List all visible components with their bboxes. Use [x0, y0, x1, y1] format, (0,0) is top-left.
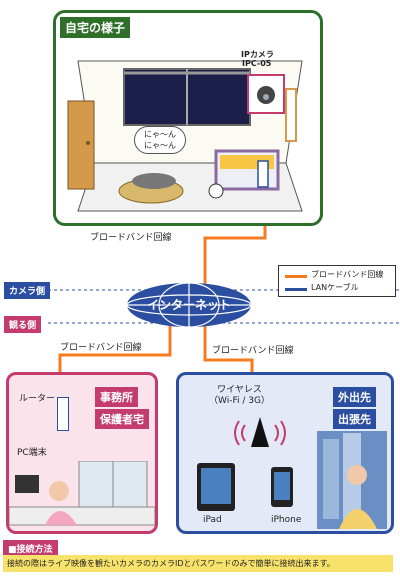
broadband-label-top: ブロードバンド回線 — [90, 233, 172, 243]
ipad-device — [197, 463, 235, 511]
ip-camera-label: IPカメラ — [241, 50, 274, 59]
wireless-signal-icon — [234, 417, 286, 447]
outside-panel: 外出先 出張先 ワイヤレス （Wi-Fi / 3G） iPad iPhone — [176, 372, 394, 534]
outside-illustration — [317, 431, 387, 529]
legend-broadband-swatch — [285, 275, 307, 278]
note-title: ■接続方法 — [3, 540, 58, 557]
wall-frame — [285, 88, 297, 142]
wireless-label: ワイヤレス （Wi-Fi / 3G） — [209, 385, 270, 406]
office-illustration — [9, 461, 155, 526]
iphone-label: iPhone — [271, 515, 302, 525]
home-title: 自宅の様子 — [60, 17, 131, 38]
office-panel: 事務所 保護者宅 ルーター PC端末 — [6, 372, 158, 534]
door-knob — [86, 141, 90, 145]
router-label: ルーター — [19, 394, 56, 404]
legend-broadband-label: ブロードバンド回線 — [311, 270, 384, 279]
router-device — [57, 397, 69, 431]
viewer-side-label: 観る側 — [4, 316, 42, 333]
legend: ブロードバンド回線 LANケーブル — [278, 265, 396, 297]
office-tag-2: 保護者宅 — [95, 409, 149, 429]
outside-tag-1: 外出先 — [333, 387, 376, 407]
note-body: 接続の際はライブ映像を観たいカメラのカメラIDとパスワードのみで簡単に接続出来ま… — [3, 555, 393, 572]
ipad-label: iPad — [203, 515, 222, 525]
camera-side-label: カメラ側 — [4, 282, 51, 299]
pc-label: PC端末 — [17, 448, 47, 458]
internet-label: インターネット — [146, 298, 231, 312]
home-router — [257, 160, 269, 188]
door — [67, 100, 95, 190]
outside-tag-2: 出張先 — [333, 409, 376, 429]
broadband-label-right: ブロードバンド回線 — [212, 346, 294, 356]
connection-note: ■接続方法 接続の際はライブ映像を観たいカメラのカメラIDとパスワードのみで簡単… — [3, 540, 395, 574]
legend-lan-swatch — [285, 288, 307, 291]
home-panel: 自宅の様子 IPカメラ IPC-05 にゃ〜ん にゃ〜ん — [53, 10, 323, 226]
room-illustration — [67, 60, 303, 212]
cat — [132, 173, 176, 189]
dog — [208, 183, 224, 199]
iphone-device — [271, 467, 293, 507]
cat-speech-bubble: にゃ〜ん にゃ〜ん — [134, 126, 186, 154]
office-tag-1: 事務所 — [95, 387, 138, 407]
ip-camera-model: IPC-05 — [242, 59, 272, 68]
legend-lan-label: LANケーブル — [311, 283, 359, 292]
internet-globe — [126, 282, 252, 328]
broadband-label-left: ブロードバンド回線 — [60, 343, 142, 353]
